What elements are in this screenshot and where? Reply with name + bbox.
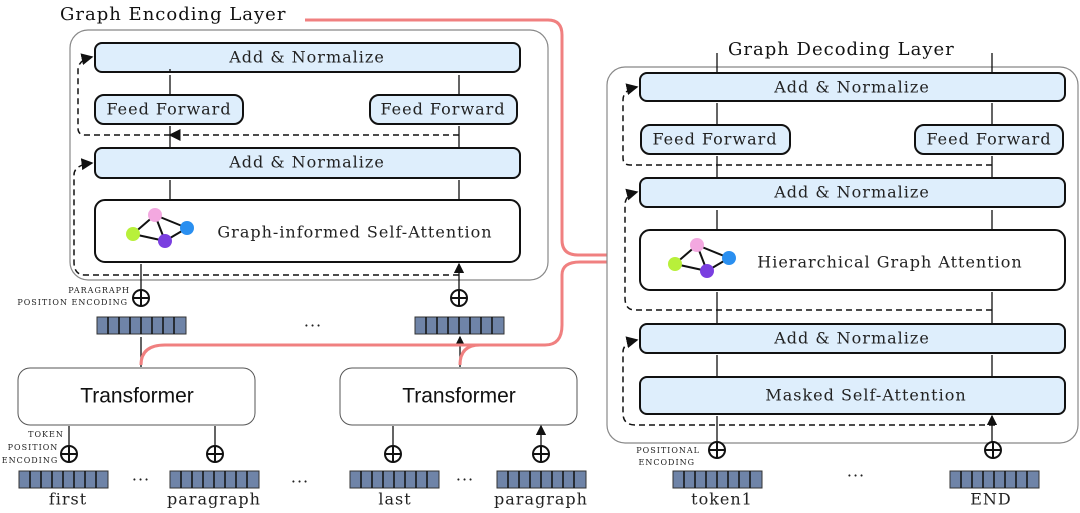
label: Masked Self-Attention	[765, 386, 966, 405]
label: Add & Normalize	[773, 329, 930, 348]
label: Add & Normalize	[228, 153, 385, 172]
label: TOKEN	[28, 430, 64, 439]
token-vector	[949, 470, 1040, 489]
input-label: last	[378, 490, 411, 509]
label: Add & Normalize	[773, 78, 930, 97]
add-icon	[60, 445, 78, 463]
label: Transformer	[80, 385, 194, 408]
paragraph-vector	[96, 316, 187, 335]
decoder-add-norm-top	[639, 72, 1066, 102]
add-icon	[206, 445, 224, 463]
add-icon	[132, 289, 150, 307]
label: Feed Forward	[106, 100, 231, 119]
label: Feed Forward	[652, 130, 777, 149]
token-vector	[349, 470, 440, 489]
token-label: token1	[691, 490, 753, 509]
label: POSITION ENCODING	[17, 298, 128, 307]
label: Add & Normalize	[773, 183, 930, 202]
token-vector	[672, 470, 763, 489]
label: Hierarchical Graph Attention	[757, 253, 1022, 272]
paragraph-vector	[414, 316, 505, 335]
ellipsis: ...	[132, 466, 150, 485]
label: Feed Forward	[926, 130, 1051, 149]
label: Graph-informed Self-Attention	[217, 223, 492, 242]
add-icon	[532, 445, 550, 463]
label: ENCODING	[2, 456, 58, 465]
label: Add & Normalize	[228, 48, 385, 67]
decoder-title: Graph Decoding Layer	[728, 39, 955, 60]
input-label: first	[49, 490, 87, 509]
token-label: END	[970, 490, 1012, 509]
graph-self-attention	[94, 199, 521, 263]
label: POSITION	[8, 443, 59, 452]
label: ENCODING	[639, 458, 695, 467]
label: POSITIONAL	[636, 446, 700, 455]
encoder-feed-forward-right	[369, 94, 518, 125]
encoder-feed-forward-left	[94, 94, 244, 125]
encoder-add-norm-top	[94, 42, 521, 73]
ellipsis: ...	[456, 466, 474, 485]
encoder-add-norm-mid	[94, 147, 521, 179]
input-label: paragraph	[494, 490, 588, 509]
hierarchical-graph-attention	[639, 229, 1066, 291]
decoder-feed-forward-left	[640, 124, 791, 155]
add-icon	[984, 441, 1002, 459]
label: Feed Forward	[380, 100, 505, 119]
masked-self-attention	[639, 376, 1066, 415]
ellipsis: ...	[304, 312, 322, 331]
transformer-block	[17, 367, 256, 426]
decoder-feed-forward-right	[914, 124, 1064, 155]
encoder-title: Graph Encoding Layer	[60, 4, 286, 25]
add-icon	[450, 289, 468, 307]
input-label: paragraph	[167, 490, 261, 509]
token-vector	[496, 470, 587, 489]
label: Transformer	[402, 385, 516, 408]
ellipsis: ...	[847, 462, 865, 481]
add-icon	[708, 441, 726, 459]
add-icon	[384, 445, 402, 463]
decoder-add-norm-2	[639, 177, 1066, 208]
transformer-block	[339, 367, 578, 426]
ellipsis: ...	[291, 468, 309, 487]
token-vector	[18, 470, 109, 489]
token-vector	[169, 470, 260, 489]
label: PARAGRAPH	[68, 286, 130, 295]
decoder-add-norm-3	[639, 323, 1066, 354]
